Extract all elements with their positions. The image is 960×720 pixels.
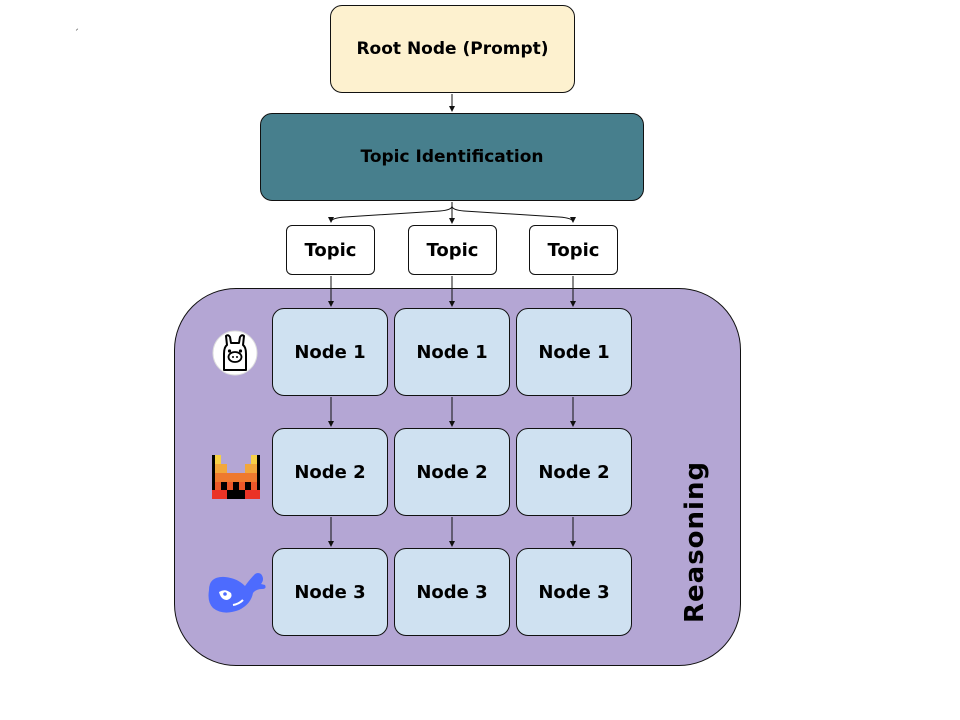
- topic-node-3: Topic: [529, 225, 618, 275]
- reasoning-node-r2-c3: Node 2: [516, 428, 632, 516]
- reasoning-node-r3-c1: Node 3: [272, 548, 388, 636]
- topic-node-label: Topic: [426, 239, 479, 261]
- topic-identification-node: Topic Identification: [260, 113, 644, 201]
- topic-node-2: Topic: [408, 225, 497, 275]
- node-label: Node 1: [416, 341, 488, 363]
- whale-icon: [208, 573, 266, 613]
- reasoning-node-r2-c1: Node 2: [272, 428, 388, 516]
- root-node-label: Root Node (Prompt): [356, 39, 549, 59]
- topic-node-label: Topic: [547, 239, 600, 261]
- node-label: Node 3: [538, 581, 610, 603]
- llama-icon: [212, 330, 258, 376]
- reasoning-node-r3-c2: Node 3: [394, 548, 510, 636]
- root-node: Root Node (Prompt): [330, 5, 575, 93]
- reasoning-node-r3-c3: Node 3: [516, 548, 632, 636]
- reasoning-node-r1-c1: Node 1: [272, 308, 388, 396]
- node-label: Node 3: [294, 581, 366, 603]
- topic-identification-label: Topic Identification: [360, 147, 544, 167]
- node-label: Node 2: [416, 461, 488, 483]
- node-label: Node 1: [538, 341, 610, 363]
- node-label: Node 2: [294, 461, 366, 483]
- node-label: Node 3: [416, 581, 488, 603]
- node-label: Node 2: [538, 461, 610, 483]
- topic-node-1: Topic: [286, 225, 375, 275]
- reasoning-node-r1-c3: Node 1: [516, 308, 632, 396]
- reasoning-node-r1-c2: Node 1: [394, 308, 510, 396]
- arrow-identification-to-topic-1: [328, 202, 453, 223]
- topic-node-label: Topic: [304, 239, 357, 261]
- mistral-icon: [212, 455, 260, 499]
- stray-mark: ˏ: [74, 20, 79, 31]
- reasoning-node-r2-c2: Node 2: [394, 428, 510, 516]
- arrow-identification-to-topic-3: [451, 202, 576, 223]
- node-label: Node 1: [294, 341, 366, 363]
